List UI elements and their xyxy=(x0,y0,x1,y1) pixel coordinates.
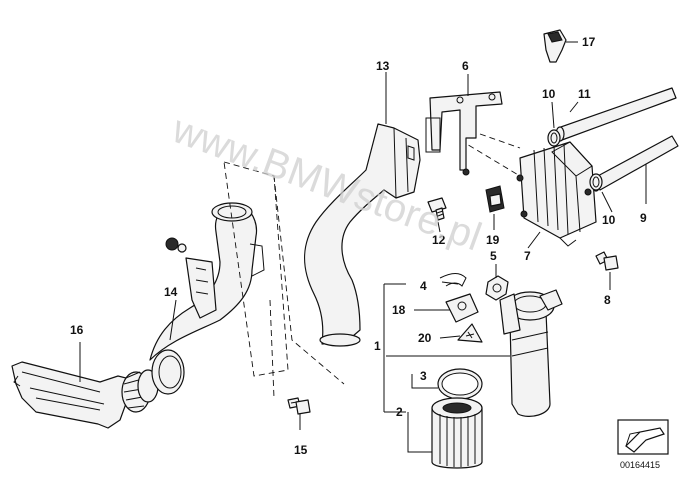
callout-1: 1 xyxy=(374,339,381,353)
part-8-bolt[interactable] xyxy=(595,251,619,271)
part-12-bolt[interactable] xyxy=(427,197,447,221)
callout-10-lower: 10 xyxy=(602,213,616,227)
part-15-bolt[interactable] xyxy=(287,397,311,415)
callout-9: 9 xyxy=(640,211,647,225)
part-20-warning-label[interactable] xyxy=(457,323,483,343)
callout-14: 14 xyxy=(164,285,178,299)
part-19-rubber-mount[interactable] xyxy=(485,185,505,213)
callout-2: 2 xyxy=(396,405,403,419)
part-3-o-ring[interactable] xyxy=(437,368,483,400)
part-13-air-duct[interactable] xyxy=(304,123,421,347)
reference-box: 00164415 xyxy=(617,419,669,470)
callout-19: 19 xyxy=(486,233,500,247)
part-11-hose[interactable] xyxy=(555,87,677,142)
part-6-bracket[interactable] xyxy=(425,91,503,176)
callout-4: 4 xyxy=(420,279,427,293)
callout-16: 16 xyxy=(70,323,84,337)
part-18-bracket-plate[interactable] xyxy=(445,293,479,323)
filter-housing[interactable] xyxy=(499,289,563,417)
callout-18: 18 xyxy=(392,303,406,317)
part-16-intake-duct[interactable] xyxy=(11,361,159,429)
callout-12: 12 xyxy=(432,233,446,247)
callout-7: 7 xyxy=(524,249,531,263)
part-7-control-module[interactable] xyxy=(516,141,597,247)
assembly-dashed-lines xyxy=(223,133,521,399)
callout-15: 15 xyxy=(294,443,308,457)
callout-6: 6 xyxy=(462,59,469,73)
part-2-filter-element[interactable] xyxy=(431,397,483,469)
callout-11: 11 xyxy=(578,87,591,101)
part-10-hose-clamp-upper[interactable] xyxy=(547,129,561,147)
part-17-clip[interactable] xyxy=(543,29,567,63)
callout-20: 20 xyxy=(418,331,432,345)
callout-3: 3 xyxy=(420,369,427,383)
callout-17: 17 xyxy=(582,35,596,49)
part-9-hose[interactable] xyxy=(591,135,679,192)
part-5-nut[interactable] xyxy=(485,275,509,301)
callout-5: 5 xyxy=(490,249,497,263)
leader-lines xyxy=(79,41,647,453)
part-10-hose-clamp-lower[interactable] xyxy=(589,173,603,191)
callout-10-upper: 10 xyxy=(542,87,556,101)
part-14-intake-pipe[interactable] xyxy=(149,202,265,395)
callout-8: 8 xyxy=(604,293,611,307)
callout-13: 13 xyxy=(376,59,390,73)
part-4-spring-clip[interactable] xyxy=(439,273,467,287)
callout-labels: 1 2 3 4 5 6 7 8 9 10 10 11 12 13 14 15 1… xyxy=(70,35,647,457)
reference-number: 00164415 xyxy=(620,460,660,470)
